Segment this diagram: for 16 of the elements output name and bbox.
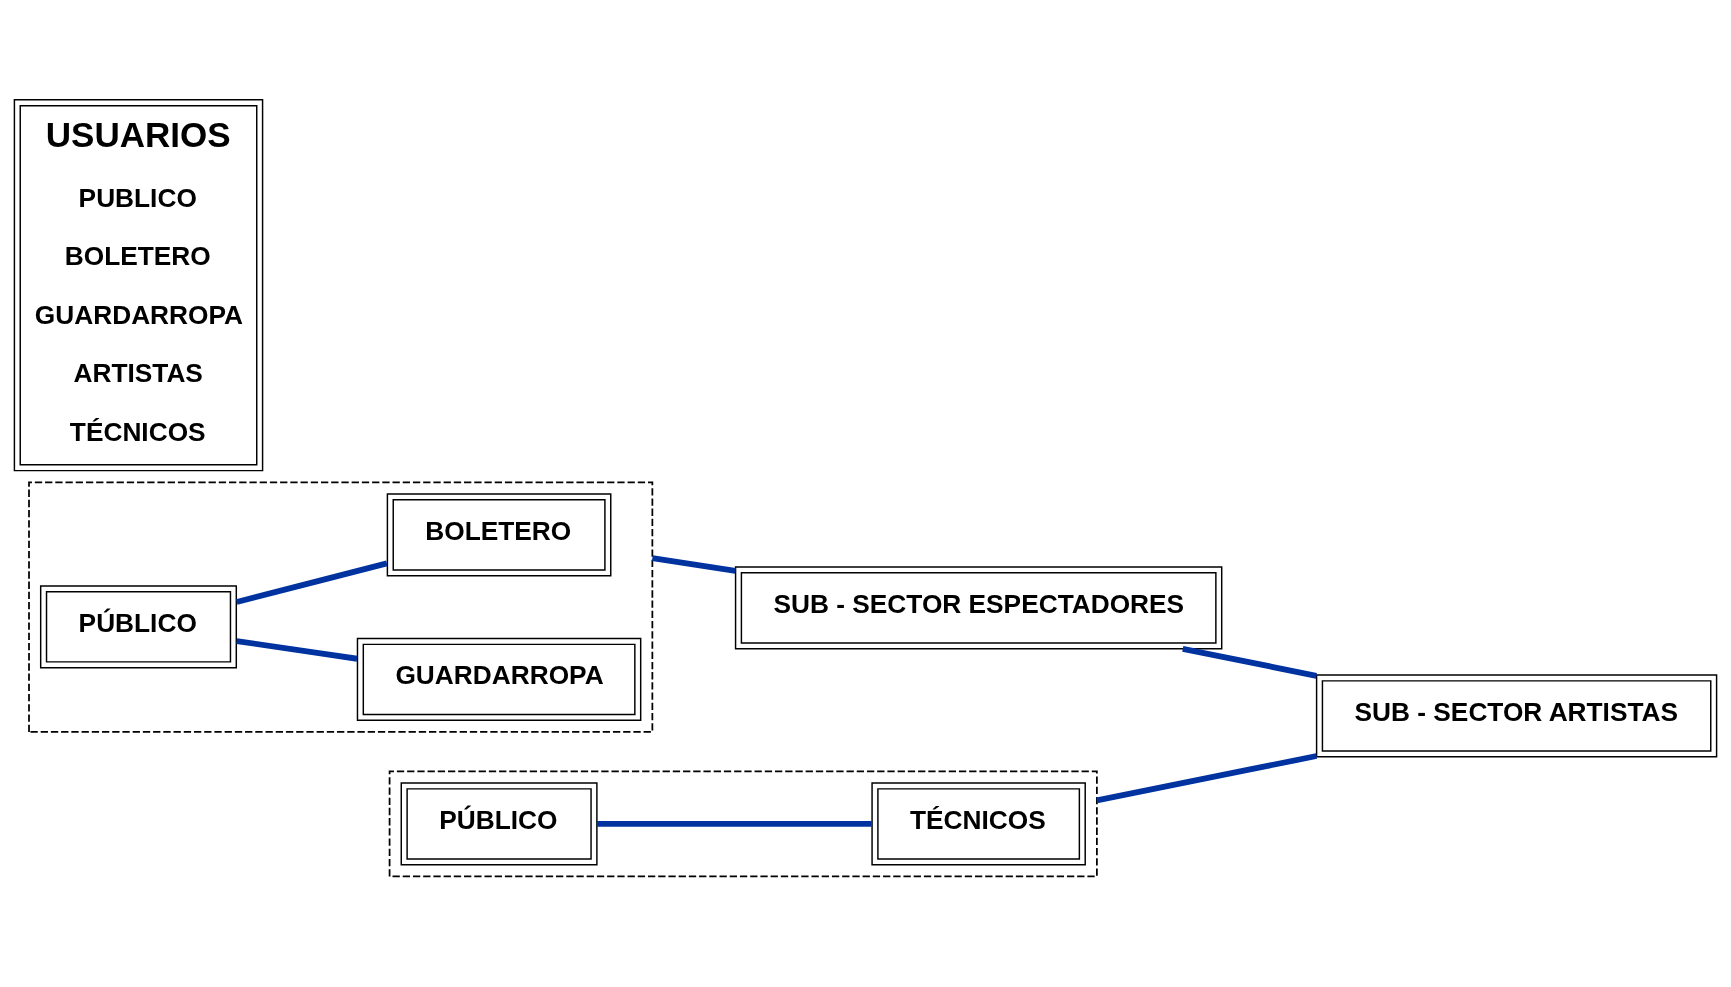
node-box: SUB - SECTOR ESPECTADORES [734, 565, 1223, 649]
connector [1182, 645, 1317, 679]
node-box: BOLETERO [386, 492, 612, 576]
node-box: TÉCNICOS [871, 781, 1086, 866]
connector [236, 637, 358, 662]
node-box: SUB - SECTOR ARTISTAS [1315, 673, 1718, 757]
node-box: USUARIOS PUBLICO BOLETERO GUARDARROPA ARTISTAS TÉCNICOS [13, 98, 264, 471]
cluster [28, 480, 654, 733]
cluster [388, 770, 1098, 877]
connector [597, 820, 872, 827]
connector [236, 560, 388, 605]
node-box: PÚBLICO [39, 584, 238, 668]
connector [1096, 752, 1318, 803]
node-box: PÚBLICO [400, 781, 598, 866]
node-box: GUARDARROPA [356, 637, 642, 721]
connector [651, 554, 736, 574]
